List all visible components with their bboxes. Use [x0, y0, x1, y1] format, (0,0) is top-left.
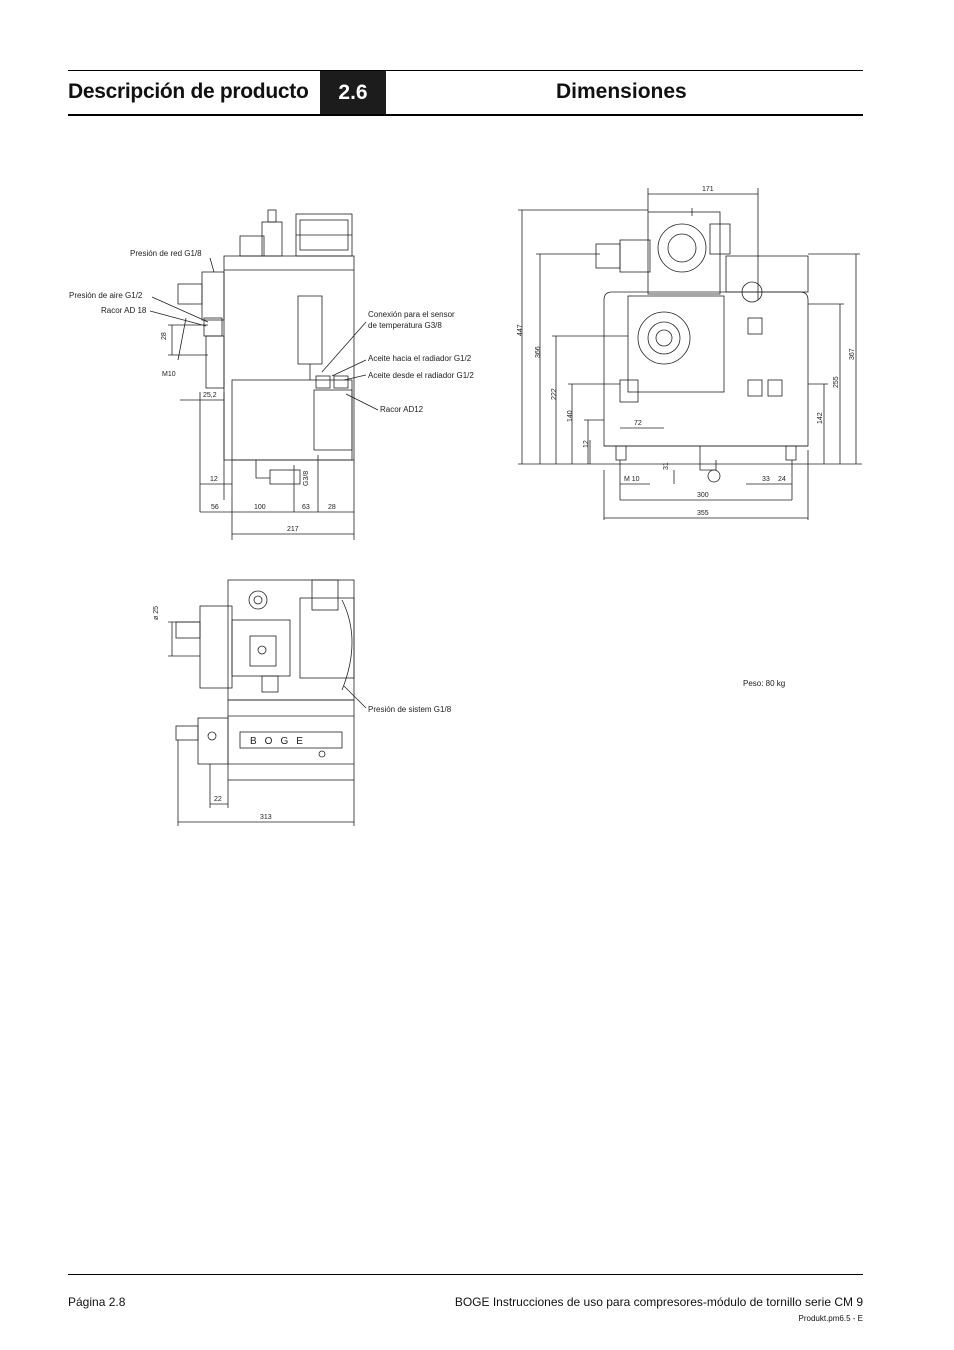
- dim-side-25-2: 25,2: [203, 392, 217, 399]
- label-aceite-desde: Aceite desde el radiador G1/2: [368, 371, 474, 380]
- dim-front-447: 447: [517, 324, 524, 336]
- dim-front-222: 222: [551, 388, 558, 400]
- dim-front-31: 31: [663, 462, 670, 470]
- label-aceite-hacia: Aceite hacia el radiador G1/2: [368, 354, 472, 363]
- dim-front-255: 255: [833, 376, 840, 388]
- dim-side-63: 63: [302, 504, 310, 511]
- label-presion-red: Presión de red G1/8: [130, 249, 202, 258]
- dim-side-m10: M10: [162, 371, 176, 378]
- dim-side-217: 217: [287, 526, 299, 533]
- top-view-drawing: [168, 579, 367, 826]
- dim-front-12: 12: [583, 440, 590, 448]
- dim-top-313: 313: [260, 814, 272, 821]
- label-sensor-line1: Conexión para el sensor: [368, 310, 455, 319]
- front-view-drawing: [518, 188, 862, 520]
- dim-front-367: 367: [849, 348, 856, 360]
- dim-front-m10: M 10: [624, 476, 640, 483]
- dim-front-171: 171: [702, 186, 714, 193]
- document-title: BOGE Instrucciones de uso para compresor…: [454, 1295, 863, 1309]
- side-view-drawing: [149, 209, 379, 540]
- footer-rule: [68, 1274, 863, 1275]
- dim-front-72: 72: [634, 420, 642, 427]
- dim-front-300: 300: [697, 492, 709, 499]
- header-rule-bottom: [68, 114, 863, 116]
- section-number: 2.6: [320, 71, 386, 114]
- dim-side-100: 100: [254, 504, 266, 511]
- page-heading: Dimensiones: [556, 80, 687, 103]
- label-peso: Peso: 80 kg: [743, 679, 785, 688]
- section-title: Descripción de producto: [68, 80, 309, 103]
- label-sensor-line2: de temperatura G3/8: [368, 321, 442, 330]
- header-rule-top: [68, 70, 863, 71]
- dim-side-g3-8: G3/8: [303, 471, 310, 486]
- label-racor-ad18: Racor AD 18: [101, 306, 147, 315]
- page-number: Página 2.8: [68, 1295, 126, 1309]
- dim-front-355: 355: [697, 510, 709, 517]
- label-racor-ad12: Racor AD12: [380, 405, 424, 414]
- dim-side-56: 56: [211, 504, 219, 511]
- brand-plate: BOGE: [250, 736, 311, 747]
- document-reference: Produkt.pm6.5 - E: [798, 1314, 863, 1323]
- dim-front-140: 140: [567, 410, 574, 422]
- dim-front-24: 24: [778, 476, 786, 483]
- dim-front-142: 142: [817, 412, 824, 424]
- dim-front-366: 366: [535, 346, 542, 358]
- dim-side-28b: 28: [328, 504, 336, 511]
- label-presion-sistem: Presión de sistem G1/8: [368, 705, 452, 714]
- dim-top-25: ø 25: [153, 606, 160, 620]
- dim-side-28: 28: [161, 332, 168, 340]
- label-presion-aire: Presión de aire G1/2: [69, 291, 143, 300]
- dim-front-33: 33: [762, 476, 770, 483]
- dim-top-22: 22: [214, 796, 222, 803]
- dim-side-12: 12: [210, 476, 218, 483]
